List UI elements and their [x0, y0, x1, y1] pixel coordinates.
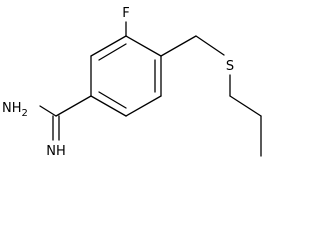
- sulfur-label: S: [226, 59, 234, 74]
- bond-ring-ch2: [160, 35, 197, 57]
- amine-label: NH2: [2, 101, 28, 119]
- bond-ch2-ch2: [229, 95, 262, 117]
- fluorine-label: F: [122, 6, 129, 21]
- bond-ch2-s: [195, 35, 225, 56]
- ring-bond-bottom: [90, 95, 127, 117]
- molecule-structure: F S NH2 NH: [2, 6, 262, 159]
- ring-bond-upper-left: [90, 35, 127, 57]
- ring-double-bond-inner-top: [98, 43, 127, 61]
- bond-c-nh2: [39, 105, 57, 117]
- imine-label: NH: [46, 144, 66, 159]
- ring-double-bond-inner-bottom: [98, 91, 127, 109]
- ring-bond-lower-right: [125, 95, 162, 117]
- bond-ring-amidine: [55, 95, 92, 117]
- ring-bond-top: [125, 35, 162, 57]
- benzene-ring: [90, 35, 162, 117]
